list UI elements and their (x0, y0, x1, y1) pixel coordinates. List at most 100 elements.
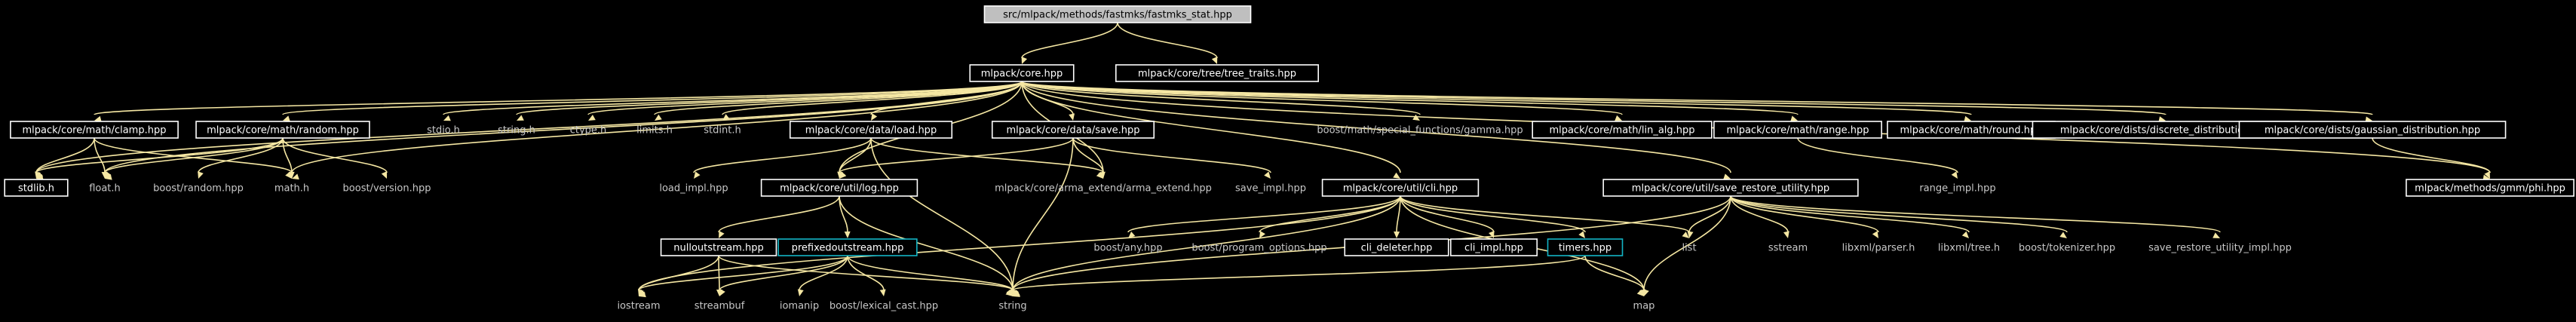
dependency-edge (94, 137, 106, 173)
node-list: list (1682, 243, 1696, 254)
node-label: boost/random.hpp (153, 183, 244, 195)
dependency-edge (1797, 137, 1958, 173)
node-label: string.h (498, 125, 535, 136)
node-sru[interactable]: mlpack/core/util/save_restore_utility.hp… (1602, 179, 1859, 197)
node-log[interactable]: mlpack/core/util/log.hpp (760, 179, 918, 197)
node-nullout[interactable]: nulloutstream.hpp (660, 238, 777, 256)
dependency-edge (94, 81, 1023, 115)
node-label: stdint.h (704, 125, 741, 136)
dependency-edge (282, 137, 293, 173)
dependency-edge (1012, 137, 1074, 291)
node-label: float.h (89, 183, 121, 195)
edge-arrowhead (1069, 113, 1075, 121)
node-clamp[interactable]: mlpack/core/math/clamp.hpp (10, 121, 179, 139)
edge-arrowhead (105, 171, 112, 179)
dependency-edge (1021, 81, 1972, 115)
node-streambuf: streambuf (695, 301, 745, 312)
edge-arrowhead (198, 171, 204, 179)
node-save[interactable]: mlpack/core/data/save.hpp (991, 121, 1155, 139)
edge-arrowhead (1961, 231, 1969, 238)
dependency-edge (839, 195, 1014, 291)
node-label: mlpack/core.hpp (981, 69, 1063, 80)
node-box (660, 238, 777, 256)
dependency-edge (1730, 195, 2068, 233)
node-box (1602, 179, 1859, 197)
node-lin-alg[interactable]: mlpack/core/math/lin_alg.hpp (1532, 121, 1713, 139)
node-boost-any: boost/any.hpp (1093, 243, 1162, 254)
dependency-edge (1021, 81, 1731, 173)
node-core[interactable]: mlpack/core.hpp (969, 64, 1075, 82)
dependency-edge (1021, 81, 2373, 115)
dependency-edge (719, 255, 848, 291)
node-gaussian[interactable]: mlpack/core/dists/gaussian_distribution.… (2238, 121, 2507, 139)
node-label: libxml/parser.h (1842, 243, 1915, 254)
dependency-edge (587, 81, 1023, 115)
node-box (777, 238, 918, 256)
dependency-edge (282, 137, 388, 173)
node-label: mlpack/core/arma_extend/arma_extend.hpp (995, 183, 1212, 195)
dependency-edge (870, 137, 1104, 173)
dependency-edge (847, 255, 1014, 291)
node-boost-random: boost/random.hpp (153, 183, 244, 195)
dependency-edge (1688, 195, 1731, 233)
node-string: string (998, 301, 1026, 312)
node-label: mlpack/core/util/cli.hpp (1343, 183, 1458, 195)
edge-arrowhead (2484, 171, 2490, 179)
dependency-edge (282, 81, 1023, 115)
node-cli[interactable]: mlpack/core/util/cli.hpp (1321, 179, 1480, 197)
edge-arrowhead (1872, 231, 1878, 238)
node-box (789, 121, 953, 139)
node-label: limits.h (636, 125, 673, 136)
node-phi[interactable]: mlpack/methods/gmm/phi.hpp (2406, 179, 2574, 197)
edge-arrowhead (1964, 115, 1971, 122)
node-cli-deleter[interactable]: cli_deleter.hpp (1344, 238, 1449, 256)
edge-arrowhead (1099, 171, 1106, 179)
node-tree-traits[interactable]: mlpack/core/tree/tree_traits.hpp (1115, 64, 1320, 82)
node-label: map (1633, 301, 1655, 312)
node-libxml-tree: libxml/tree.h (1938, 243, 2000, 254)
node-box (1713, 121, 1882, 139)
node-label: stdio.h (427, 125, 460, 136)
edge-arrowhead (1790, 115, 1798, 122)
node-label: boost/version.hpp (343, 183, 431, 195)
edge-arrowhead (1211, 57, 1218, 64)
node-load-impl: load_impl.hpp (659, 183, 728, 195)
edge-arrowhead (1723, 173, 1731, 179)
node-label: mlpack/core/math/range.hpp (1726, 125, 1869, 136)
dependency-edge (104, 137, 284, 173)
node-timers[interactable]: timers.hpp (1547, 238, 1624, 256)
edge-arrowhead (1013, 291, 1020, 297)
node-prefixed[interactable]: prefixedoutstream.hpp (777, 238, 918, 256)
edge-arrowhead (1128, 232, 1136, 238)
node-label: src/mlpack/methods/fastmks/fastmks_stat.… (1003, 10, 1232, 21)
node-label: boost/program_options.hpp (1191, 243, 1326, 254)
node-label: math.h (274, 183, 309, 195)
node-load[interactable]: mlpack/core/data/load.hpp (789, 121, 953, 139)
node-save-impl: save_impl.hpp (1235, 183, 1306, 195)
dependency-edge (722, 81, 1023, 115)
node-map: map (1633, 301, 1655, 312)
node-random[interactable]: mlpack/core/math/random.hpp (195, 121, 370, 139)
dependency-edge (1021, 81, 2167, 115)
dependency-edge (638, 195, 1401, 291)
node-label: iostream (617, 301, 660, 312)
node-stdlib[interactable]: stdlib.h (4, 179, 69, 197)
node-label: mlpack/core/data/save.hpp (1006, 125, 1139, 136)
edge-arrowhead (588, 115, 596, 121)
dependency-edge (1012, 255, 1586, 291)
edge-arrowhead (1021, 57, 1028, 64)
dependency-edge (1021, 22, 1118, 59)
node-round[interactable]: mlpack/core/math/round.hpp (1887, 121, 2056, 139)
node-stat[interactable]: src/mlpack/methods/fastmks/fastmks_stat.… (983, 5, 1252, 23)
node-range[interactable]: mlpack/core/math/range.hpp (1713, 121, 1882, 139)
edge-arrowhead (1951, 171, 1958, 179)
node-discrete[interactable]: mlpack/core/dists/discrete_distribution.… (2032, 121, 2300, 139)
node-label: mlpack/methods/gmm/phi.hpp (2415, 183, 2565, 195)
node-stdint: stdint.h (704, 125, 741, 136)
edge-arrowhead (443, 115, 451, 121)
node-label: boost/math/special_functions/gamma.hpp (1317, 125, 1523, 136)
dependency-edge (1117, 22, 1218, 59)
node-cli-impl[interactable]: cli_impl.hpp (1450, 238, 1538, 256)
dependency-edge (1012, 195, 1401, 291)
